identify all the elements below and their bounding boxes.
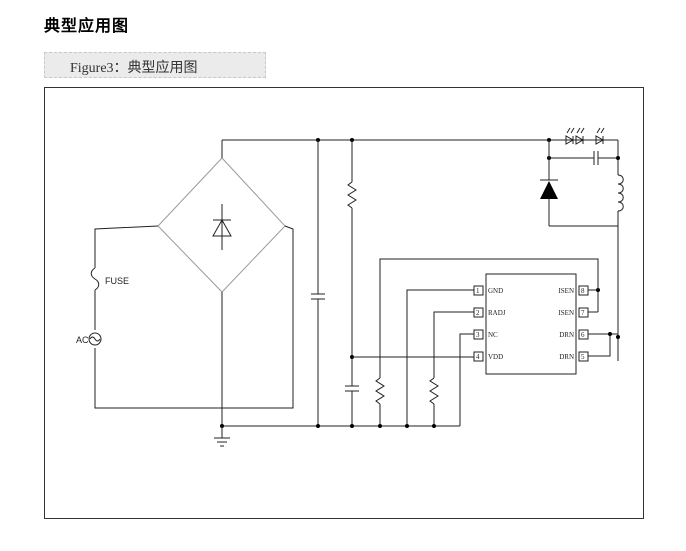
fuse-label: FUSE	[105, 276, 129, 286]
gnd-pin-wire	[406, 289, 474, 426]
led-string	[565, 127, 605, 145]
isen-wiring	[379, 258, 600, 378]
drn-wiring	[588, 332, 618, 357]
pin-7-number: 7	[581, 309, 585, 317]
freewheel-diode	[540, 140, 558, 226]
pin-3-name: NC	[488, 331, 498, 339]
pin-2-number: 2	[476, 309, 480, 317]
radj-resistor	[429, 311, 474, 426]
pin-6-number: 6	[581, 331, 585, 339]
vdd-capacitor	[345, 385, 359, 426]
output-capacitor	[549, 151, 618, 165]
pin-8-number: 8	[581, 287, 585, 295]
pin-5-name: DRN	[559, 353, 574, 361]
pin-3-number: 3	[476, 331, 480, 339]
inductor	[617, 174, 624, 226]
sense-resistor	[375, 377, 385, 426]
pin-7-name: ISEN	[558, 309, 574, 317]
caption-box	[44, 52, 266, 78]
diagram-frame	[44, 87, 644, 519]
figure-caption: Figure3：典型应用图	[70, 61, 198, 76]
pin-1-number: 1	[476, 287, 480, 295]
pin-4-number: 4	[476, 353, 480, 361]
pin-5-number: 5	[581, 353, 585, 361]
pin-2-name: RADJ	[488, 309, 506, 317]
nc-pin-wire	[459, 333, 474, 426]
drain-wire	[549, 225, 619, 361]
start-resistor	[347, 140, 357, 386]
ac-right-wire	[94, 225, 294, 409]
ac-source-symbol	[88, 332, 102, 346]
pin-8-name: ISEN	[558, 287, 574, 295]
page-title: 典型应用图	[44, 16, 130, 35]
ac-label: AC	[76, 335, 89, 345]
ground-symbol	[214, 426, 230, 447]
pin-4-name: VDD	[488, 353, 503, 361]
bridge-rectifier	[157, 157, 286, 293]
bulk-capacitor	[311, 140, 325, 426]
fuse-symbol	[90, 267, 100, 330]
pin-6-name: DRN	[559, 331, 574, 339]
pin-1-name: GND	[488, 287, 503, 295]
ac-left-wire	[94, 225, 159, 268]
